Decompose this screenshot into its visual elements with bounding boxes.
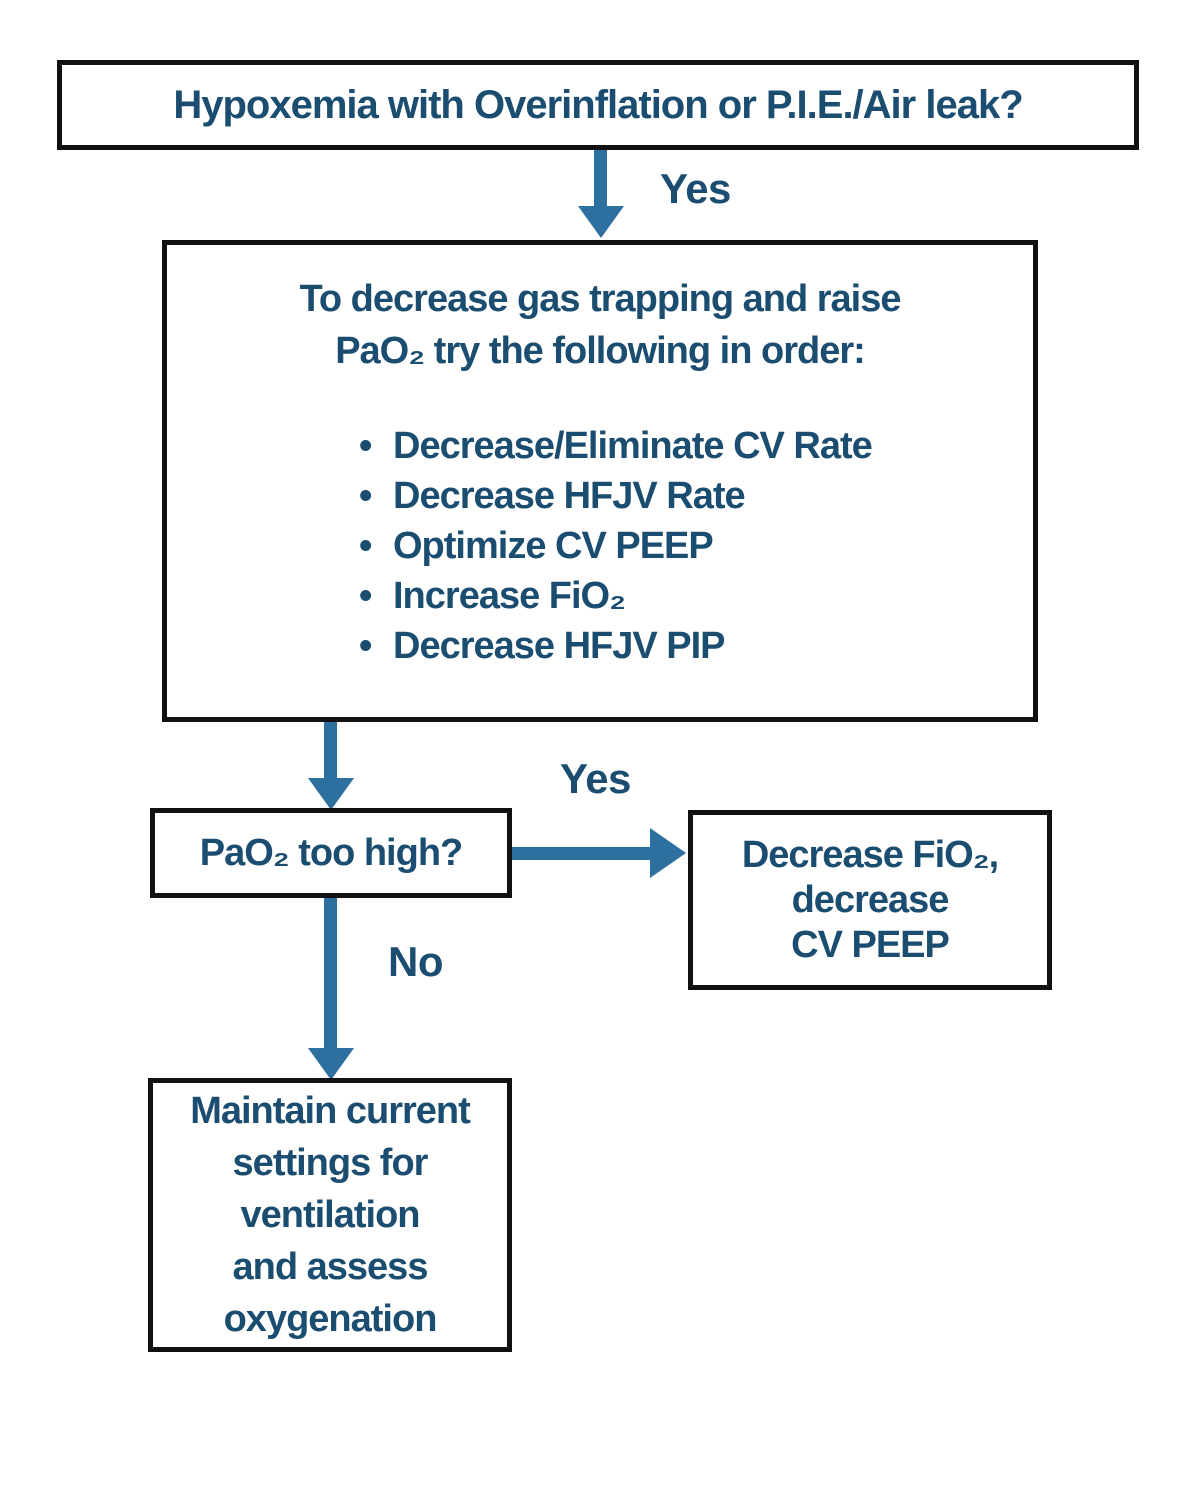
no-outcome-line: oxygenation [223,1298,438,1340]
edge-yes-label: Yes [560,755,631,802]
down-arrow-head-icon [308,778,354,810]
edge-yes-label: Yes [660,165,731,212]
decision-text: PaO₂ too high? [199,831,464,874]
down-arrow-head-icon [308,1048,354,1080]
down-arrow-shaft [324,722,337,780]
bullet-item: Optimize CV PEEP [359,521,872,571]
yes-outcome-box: Decrease FiO₂, decrease CV PEEP [688,810,1052,990]
no-outcome-line: ventilation [240,1194,420,1236]
treatment-box: To decrease gas trapping and raise PaO₂ … [162,240,1038,722]
treatment-heading-line-2: PaO₂ try the following in order: [335,330,866,372]
treatment-bullet-list: Decrease/Eliminate CV Rate Decrease HFJV… [359,421,873,671]
no-outcome-line: Maintain current [190,1090,471,1132]
bullet-item: Decrease/Eliminate CV Rate [359,421,873,471]
no-outcome-line: and assess [232,1246,429,1288]
edge-no-label: No [388,938,444,985]
yes-outcome-line: CV PEEP [791,923,950,966]
bullet-item: Increase FiO₂ [359,571,872,621]
yes-outcome-line: Decrease FiO₂, [741,833,999,876]
bullet-item: Decrease HFJV Rate [359,471,872,521]
right-arrow-head-icon [650,828,686,878]
no-outcome-box: Maintain current settings for ventilatio… [148,1078,512,1352]
no-outcome-line: settings for [232,1142,429,1184]
down-arrow-shaft [594,150,607,208]
bullet-item: Decrease HFJV PIP [359,621,872,671]
decision-box: PaO₂ too high? [150,808,512,898]
start-question-text: Hypoxemia with Overinflation or P.I.E./A… [173,82,1023,127]
treatment-heading-line-1: To decrease gas trapping and raise [299,278,902,320]
treatment-heading: To decrease gas trapping and raise PaO₂ … [167,273,1033,377]
down-arrow-head-icon [578,206,624,238]
start-question-box: Hypoxemia with Overinflation or P.I.E./A… [57,60,1139,150]
yes-outcome-line: decrease [791,878,950,921]
right-arrow-shaft [512,847,652,860]
down-arrow-shaft [324,898,337,1050]
